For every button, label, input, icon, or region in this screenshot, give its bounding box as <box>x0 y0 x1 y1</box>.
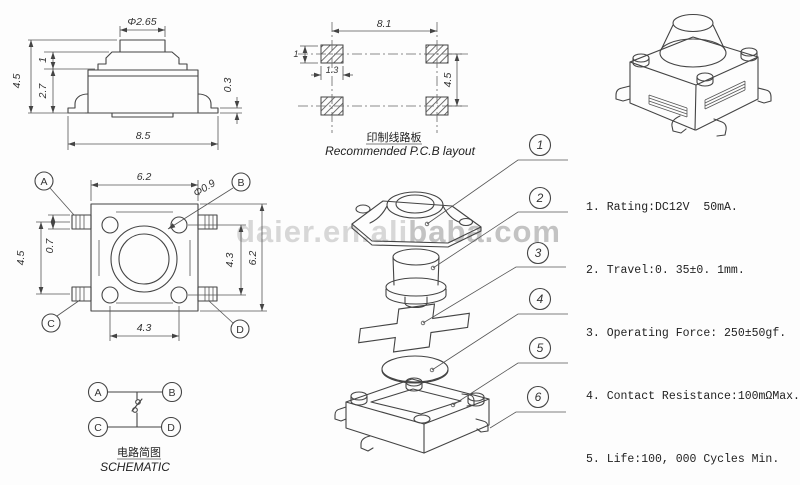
schematic-captions: 电路简图 SCHEMATIC <box>100 445 170 474</box>
specifications-list: 1. Rating:DC12V 50mA. 2. Travel:0. 35±0.… <box>586 155 800 485</box>
spec-travel: 2. Travel:0. 35±0. 1mm. <box>586 264 745 277</box>
dim-hole-pitch-y: 4.3 <box>224 253 236 268</box>
dim-total-width: 8.5 <box>136 130 151 142</box>
callout-1: 1 <box>537 138 544 152</box>
dim-pad-pitch-y: 4.5 <box>442 73 454 88</box>
button-3d <box>659 13 727 68</box>
top-view-pin-labels: A B C D Φ0.9 <box>34 171 251 339</box>
side-view-outline <box>67 39 219 118</box>
dim-body-height: 2.7 <box>37 83 49 100</box>
pcb-pads <box>320 44 449 116</box>
dim-total-height: 4.5 <box>11 74 23 89</box>
schematic-pin-a: A <box>94 387 101 399</box>
dim-hole-diameter: Φ0.9 <box>191 177 217 199</box>
schematic-pin-c: C <box>94 422 102 434</box>
pcb-dimensions: 8.1 1 1.3 4.5 <box>293 18 462 107</box>
callout-3: 3 <box>535 246 542 260</box>
pin-label-c: C <box>47 318 55 330</box>
dim-pad-width: 1.3 <box>326 65 339 75</box>
schematic-pin-b: B <box>168 387 175 399</box>
dim-lead-width: 0.7 <box>44 238 56 254</box>
spec-life: 5. Life:100, 000 Cycles Min. <box>586 453 780 466</box>
schematic-caption-en: SCHEMATIC <box>100 460 170 474</box>
schematic-caption-cn: 电路简图 <box>117 445 161 459</box>
dim-pad-pitch-x: 8.1 <box>377 18 392 30</box>
pin-label-d: D <box>236 324 244 336</box>
pcb-caption-cn: 印制线路板 <box>367 130 422 144</box>
part-dome-disc <box>381 355 449 384</box>
part-callouts: 1 2 3 4 5 6 <box>420 133 568 429</box>
pin-label-a: A <box>40 176 47 188</box>
dim-lead-pitch: 4.5 <box>15 251 27 266</box>
corner-posts <box>632 47 758 87</box>
top-view-body <box>90 203 199 312</box>
top-view: A B C D Φ0.9 6.2 <box>15 171 267 341</box>
dim-lead-thickness: 0.3 <box>222 78 234 93</box>
watermark-left: daier.en.ali <box>236 214 409 249</box>
spec-operating-force: 3. Operating Force: 250±50gf. <box>586 327 787 340</box>
part-base-terminals <box>334 393 489 452</box>
pcb-centerlines <box>298 22 468 133</box>
dim-hole-pitch-x: 4.3 <box>137 322 152 334</box>
callout-4: 4 <box>537 292 544 306</box>
part-cover-plate <box>351 191 482 248</box>
part-base-housing <box>334 377 490 454</box>
top-view-terminals <box>71 214 218 302</box>
pcb-captions: 印制线路板 Recommended P.C.B layout <box>325 130 476 158</box>
pin-label-b: B <box>237 177 244 189</box>
spec-contact-resistance: 4. Contact Resistance:100mΩMax. <box>586 390 800 403</box>
callout-6: 6 <box>535 390 542 404</box>
spec-rating: 1. Rating:DC12V 50mA. <box>586 201 738 214</box>
perspective-view <box>615 13 772 137</box>
pcb-caption-en: Recommended P.C.B layout <box>325 144 476 158</box>
dim-top-diameter: Φ2.65 <box>127 16 156 28</box>
dim-cap-height: 1 <box>37 57 49 63</box>
part-stem <box>385 248 447 309</box>
callout-2: 2 <box>536 191 544 205</box>
callout-5: 5 <box>537 341 544 355</box>
side-view: Φ2.65 4.5 1 2.7 0.3 <box>11 16 242 150</box>
dim-pad-height: 1 <box>293 49 298 59</box>
pcb-layout: 8.1 1 1.3 4.5 印制线路板 Recommended P.C.B la… <box>293 18 475 158</box>
side-view-dimensions: Φ2.65 4.5 1 2.7 0.3 <box>11 16 242 150</box>
top-view-dimensions: 6.2 4.5 0.7 4.3 4.3 <box>15 171 267 341</box>
dim-body-width: 6.2 <box>137 171 152 183</box>
schematic-pin-d: D <box>167 422 175 434</box>
switch-symbol <box>107 391 163 428</box>
schematic: A B C D 电路简图 SCHEMATIC <box>87 381 183 474</box>
dim-body-height: 6.2 <box>247 251 259 266</box>
terminals-3d <box>615 85 772 137</box>
side-vents <box>648 80 746 118</box>
exploded-view: 1 2 3 4 5 6 <box>334 133 568 454</box>
part-cross-film <box>357 299 471 357</box>
